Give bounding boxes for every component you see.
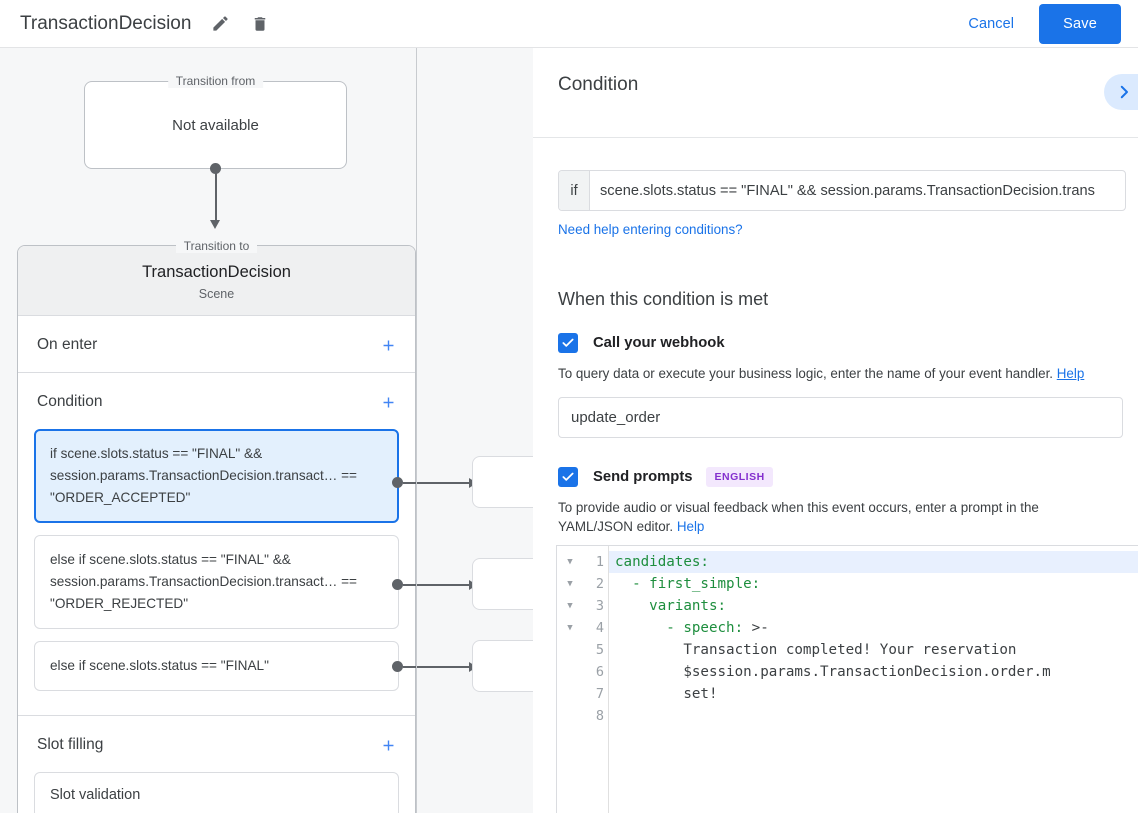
edge-dot-1 [392,477,403,488]
section-title-slot-filling: Slot filling [37,736,104,753]
editor-code-line[interactable] [609,705,1138,727]
editor-code-line[interactable]: - speech: >- [666,620,769,636]
target-stub-1[interactable] [472,456,533,508]
webhook-help-link[interactable]: Help [1056,366,1085,381]
prompts-help-link[interactable]: Help [676,519,705,534]
connector-line [215,168,217,224]
transition-to-header: TransactionDecision Scene [18,246,415,316]
section-header-condition: Condition [18,373,415,429]
editor-gutter-line: ▼2 [557,573,608,595]
editor-gutter-line: ▼1 [557,551,608,573]
fold-arrow-icon[interactable]: ▼ [567,623,573,633]
editor-gutter-line: 6 [557,661,608,683]
editor-code-area[interactable]: candidates: - first_simple: variants: - … [609,546,1138,813]
slot-validation-card[interactable]: Slot validation [34,772,399,813]
editor-gutter-line: ▼4 [557,617,608,639]
details-panel-title: Condition [558,74,639,95]
editor-line-number: 1 [595,554,604,570]
section-header-on-enter: On enter [18,316,415,373]
when-condition-met-heading: When this condition is met [558,289,769,309]
connector-arrowhead [210,220,220,229]
transition-from-value: Not available [172,116,259,134]
editor-line-number: 3 [595,598,604,614]
chevron-right-icon[interactable] [1104,74,1138,110]
edge-dot-3 [392,661,403,672]
add-slot-filling-plus-icon[interactable] [377,734,399,756]
call-webhook-checkbox[interactable] [558,333,578,353]
edge-dot-2 [392,579,403,590]
condition-input[interactable] [590,171,1125,210]
editor-code-line[interactable]: - first_simple: [632,576,761,592]
app-header: TransactionDecision Cancel Save [0,0,1138,48]
editor-code-line[interactable]: Transaction completed! Your reservation [615,642,1017,658]
editor-gutter-line: 7 [557,683,608,705]
fold-arrow-icon[interactable]: ▼ [567,557,573,567]
editor-line-number: 5 [595,642,604,658]
condition-field[interactable]: if [558,170,1126,211]
send-prompts-checkbox[interactable] [558,467,578,487]
transition-to-legend-wrap: Transition to [17,237,416,255]
call-webhook-description-text: To query data or execute your business l… [558,366,1054,381]
fold-arrow-icon[interactable]: ▼ [567,579,573,589]
send-prompts-row: Send prompts ENGLISH [558,467,1113,487]
condition-list: if scene.slots.status == "FINAL" && sess… [18,429,415,706]
target-stub-2[interactable] [472,558,533,610]
condition-card-2[interactable]: else if scene.slots.status == "FINAL" &&… [34,535,399,629]
editor-line-number: 4 [595,620,604,636]
scene-name: TransactionDecision [142,263,291,281]
page-title: TransactionDecision [20,12,192,34]
send-prompts-description: To provide audio or visual feedback when… [558,498,1113,536]
add-on-enter-plus-icon[interactable] [377,334,399,356]
editor-code-line[interactable]: variants: [649,598,727,614]
condition-card-1[interactable]: if scene.slots.status == "FINAL" && sess… [34,429,399,523]
scene-type: Scene [198,287,235,301]
editor-line-number: 7 [595,686,604,702]
call-webhook-row: Call your webhook [558,333,1113,353]
add-condition-plus-icon[interactable] [377,391,399,413]
edge-arrow-3 [403,662,483,672]
edge-arrow-1 [403,478,483,488]
editor-line-number: 2 [595,576,604,592]
details-panel-header: Condition [533,48,1138,138]
header-actions: Cancel Save [954,3,1138,44]
cancel-button[interactable]: Cancel [954,8,1028,40]
section-title-condition: Condition [37,393,103,410]
event-handler-input[interactable] [558,397,1123,438]
trash-icon[interactable] [249,13,271,35]
language-badge: ENGLISH [706,467,773,487]
condition-help-link[interactable]: Need help entering conditions? [558,222,743,237]
call-webhook-description: To query data or execute your business l… [558,364,1113,383]
scene-canvas[interactable]: Transition from Not available Transactio… [0,48,533,813]
scene-card: TransactionDecision Scene On enter Condi… [17,245,416,813]
send-prompts-label: Send prompts [593,469,693,485]
transition-to-legend: Transition to [175,239,258,253]
section-header-slot-filling: Slot filling [18,715,415,772]
transition-from-legend: Transition from [167,74,264,88]
editor-gutter-line: ▼3 [557,595,608,617]
editor-code-line[interactable]: $session.params.TransactionDecision.orde… [615,664,1051,680]
call-webhook-label: Call your webhook [593,335,725,351]
slot-filling-list: Slot validation [18,772,415,813]
condition-card-3[interactable]: else if scene.slots.status == "FINAL" [34,641,399,691]
editor-code-line[interactable]: candidates: [609,551,1138,573]
editor-gutter-line: 8 [557,705,608,727]
when-condition-met-section: When this condition is met Call your web… [533,264,1138,596]
section-title-on-enter: On enter [37,336,98,353]
send-prompts-description-text: To provide audio or visual feedback when… [558,500,1039,534]
editor-line-number: 6 [595,664,604,680]
pencil-icon[interactable] [209,13,231,35]
target-stub-3[interactable] [472,640,533,692]
save-button[interactable]: Save [1039,3,1121,44]
editor-gutter-line: 5 [557,639,608,661]
editor-line-number: 8 [595,708,604,724]
canvas-divider [416,48,417,813]
transition-from-box: Transition from Not available [84,74,347,169]
editor-code-line[interactable]: set! [615,686,718,702]
edge-arrow-2 [403,580,483,590]
fold-arrow-icon[interactable]: ▼ [567,601,573,611]
condition-field-group: if Need help entering conditions? [558,170,1126,237]
condition-if-prefix: if [559,171,590,210]
